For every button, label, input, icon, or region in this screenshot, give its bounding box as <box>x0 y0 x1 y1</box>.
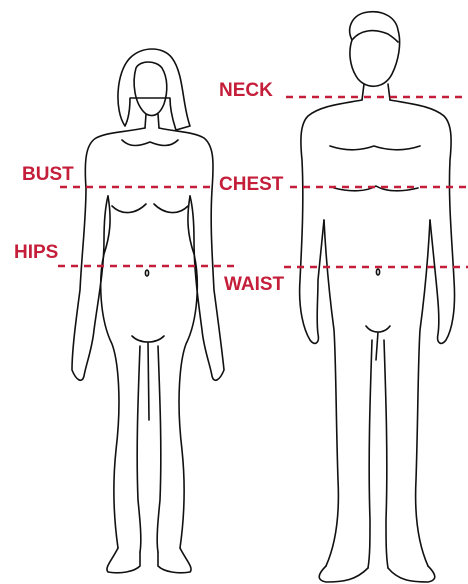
waist-label: WAIST <box>224 274 285 295</box>
bust-label: BUST <box>22 164 74 185</box>
chest-label: CHEST <box>219 174 284 195</box>
hips-label: HIPS <box>14 242 58 263</box>
woman-hair <box>118 49 190 130</box>
woman-face <box>134 62 167 116</box>
man-head <box>350 12 400 87</box>
neck-label: NECK <box>219 80 273 101</box>
woman-figure <box>72 49 224 573</box>
measurement-labels: BUST HIPS NECK CHEST WAIST <box>14 80 285 295</box>
woman-left-side <box>72 128 145 380</box>
woman-right-side <box>159 128 224 380</box>
